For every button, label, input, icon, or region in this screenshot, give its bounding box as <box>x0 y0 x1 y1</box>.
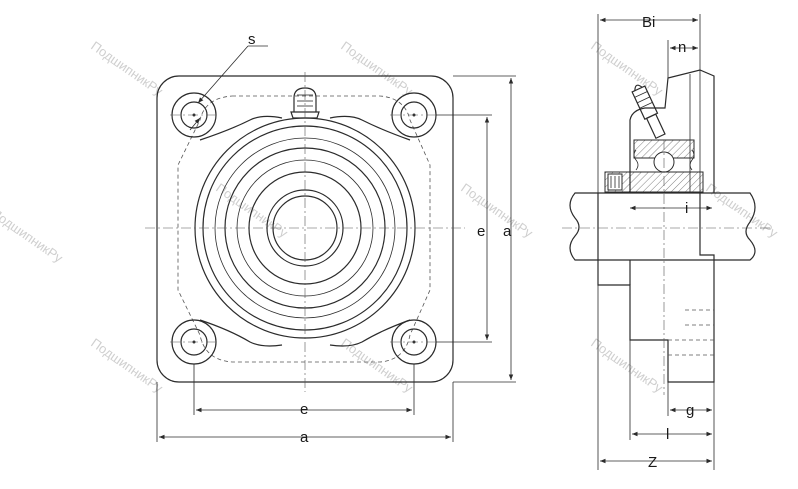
dim-label-Bi: Bi <box>642 14 655 31</box>
insert-inner-ring <box>604 171 704 193</box>
watermark-text: ПодшипникРу <box>88 38 166 99</box>
watermark-text: ПодшипникРу <box>88 335 166 396</box>
watermark-text: ПодшипникРу <box>588 38 666 99</box>
watermark-text: ПодшипникРу <box>703 180 781 241</box>
corner-rib-br <box>329 319 411 347</box>
watermark-text: ПодшипникРу <box>338 38 416 99</box>
dim-label-n: n <box>678 39 686 56</box>
shaft <box>569 192 756 261</box>
corner-rib-tl <box>199 115 283 141</box>
watermark-text: ПодшипникРу <box>0 205 66 266</box>
corner-rib-bl <box>199 319 283 347</box>
dim-label-a-vertical: a <box>503 223 512 240</box>
dim-label-g: g <box>686 402 694 419</box>
side-view: Bi n i g l Z <box>562 14 770 471</box>
dim-label-l: l <box>666 426 669 443</box>
corner-rib-tr <box>329 115 411 141</box>
front-view: s e a e a <box>145 31 516 446</box>
dim-label-a-horizontal: a <box>300 429 309 446</box>
watermark-text: ПодшипникРу <box>338 335 416 396</box>
dim-label-s: s <box>248 31 256 48</box>
dim-label-e-horizontal: e <box>300 401 308 418</box>
housing-hidden-outline <box>177 95 431 363</box>
housing-side-upper <box>629 69 715 193</box>
watermark-text: ПодшипникРу <box>458 180 536 241</box>
dim-label-e-vertical: e <box>477 223 485 240</box>
watermark-text: ПодшипникРу <box>588 335 666 396</box>
grease-nipple-side <box>631 84 666 140</box>
s-leader-line <box>197 45 249 104</box>
dim-label-i: i <box>685 200 688 217</box>
dim-label-Z: Z <box>648 454 657 471</box>
